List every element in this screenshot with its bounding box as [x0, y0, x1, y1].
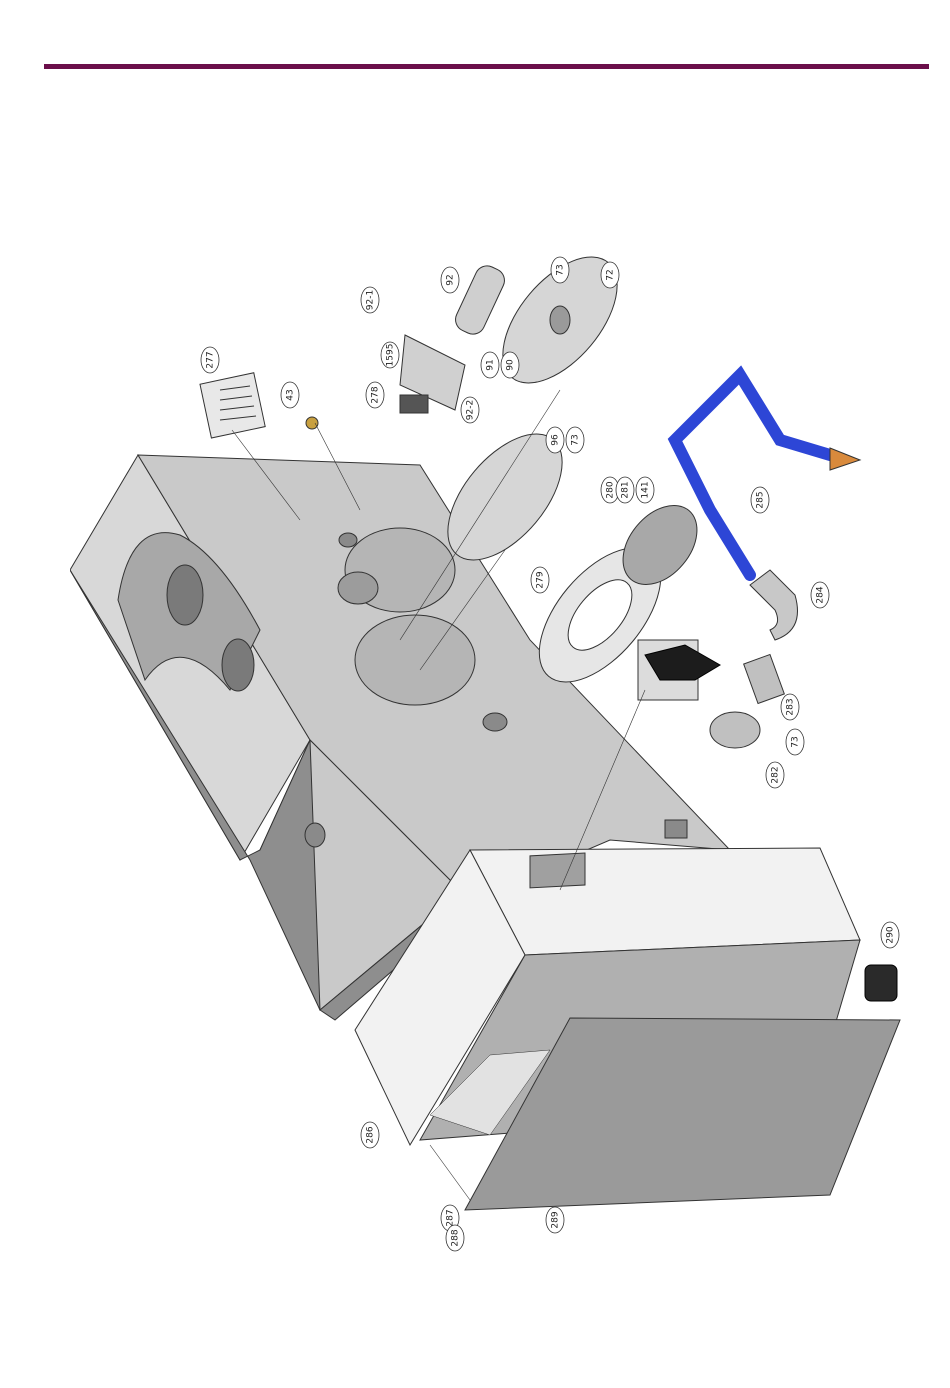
- body-hole-c: [305, 823, 325, 847]
- callout-label: 73: [791, 736, 801, 747]
- callout-label: 281: [621, 481, 631, 498]
- body-bore-hole-1: [167, 565, 203, 625]
- callout-281: 281: [616, 477, 634, 503]
- callout-label: 92-2: [466, 400, 476, 420]
- callout-277: 277: [201, 347, 219, 373]
- callout-label: 288: [451, 1229, 461, 1246]
- callout-283: 283: [781, 694, 799, 720]
- callout-label: 283: [786, 698, 796, 715]
- callout-label: 277: [206, 351, 216, 368]
- coolant-hose-285: [675, 375, 830, 575]
- hose-base-282: [710, 712, 760, 748]
- callout-label: 286: [366, 1126, 376, 1143]
- brass-fitting: [306, 417, 318, 429]
- callout-1595: 1595: [381, 342, 399, 368]
- elbow-fitting-284: [750, 570, 798, 640]
- callout-label: 280: [606, 481, 616, 498]
- callout-92-1: 92-1: [361, 287, 379, 313]
- callout-279: 279: [531, 567, 549, 593]
- callout-label: 96: [551, 434, 561, 446]
- body-slot: [665, 820, 687, 838]
- callout-72: 72: [601, 262, 619, 288]
- callout-label: 278: [371, 386, 381, 403]
- callout-label: 43: [286, 389, 296, 400]
- callout-label: 290: [886, 926, 896, 943]
- callout-90: 90: [501, 352, 519, 378]
- callout-286: 286: [361, 1122, 379, 1148]
- header-rule: [44, 64, 929, 69]
- callout-73: 73: [786, 729, 804, 755]
- callout-label: 73: [571, 434, 581, 445]
- body-hole-a: [339, 533, 357, 547]
- callout-141: 141: [636, 477, 654, 503]
- coolant-nozzle: [830, 448, 860, 470]
- callout-282: 282: [766, 762, 784, 788]
- cabinet-switch-cutout: [530, 853, 585, 888]
- callout-278: 278: [366, 382, 384, 408]
- shaft-pin: [452, 262, 509, 338]
- diagram-canvas: 277 43 92-1 278 1595 92-2 92 73 72 91 90 96 73 280 281…: [70, 210, 940, 1310]
- callout-label: 289: [551, 1211, 561, 1228]
- flange-disc-72-hole: [550, 306, 570, 334]
- callout-label: 285: [756, 491, 766, 508]
- body-bore-hole-2: [222, 639, 254, 691]
- callout-label: 279: [536, 571, 546, 588]
- callout-290: 290: [881, 922, 899, 948]
- callout-96: 96: [546, 427, 564, 453]
- cable-gland-290: [865, 965, 897, 1001]
- callout-73: 73: [551, 257, 569, 283]
- callout-43: 43: [281, 382, 299, 408]
- callout-285: 285: [751, 487, 769, 513]
- body-opening-small: [338, 572, 378, 604]
- callout-92-2: 92-2: [461, 397, 479, 423]
- small-clamp: [400, 395, 428, 413]
- callout-91: 91: [481, 352, 499, 378]
- callout-label: 92-1: [366, 290, 376, 310]
- callout-label: 73: [556, 264, 566, 275]
- callout-289: 289: [546, 1207, 564, 1233]
- callout-label: 287: [446, 1209, 456, 1226]
- callout-288: 288: [446, 1225, 464, 1251]
- exploded-parts-diagram: 277 43 92-1 278 1595 92-2 92 73 72 91 90 96 73 280 281…: [70, 210, 940, 1310]
- callout-label: 90: [506, 359, 516, 371]
- cabinet-top: [470, 848, 860, 955]
- callout-92: 92: [441, 267, 459, 293]
- body-hole-b: [483, 713, 507, 731]
- hose-fitting-283: [744, 654, 785, 703]
- callout-73: 73: [566, 427, 584, 453]
- callout-label: 1595: [386, 344, 396, 367]
- callout-label: 282: [771, 766, 781, 783]
- label-plate: [200, 373, 265, 438]
- body-opening-large-2: [355, 615, 475, 705]
- callout-label: 91: [486, 359, 496, 370]
- callout-label: 284: [816, 586, 826, 603]
- callout-label: 72: [606, 269, 616, 280]
- callout-label: 141: [641, 481, 651, 498]
- callout-label: 92: [446, 274, 456, 285]
- callout-284: 284: [811, 582, 829, 608]
